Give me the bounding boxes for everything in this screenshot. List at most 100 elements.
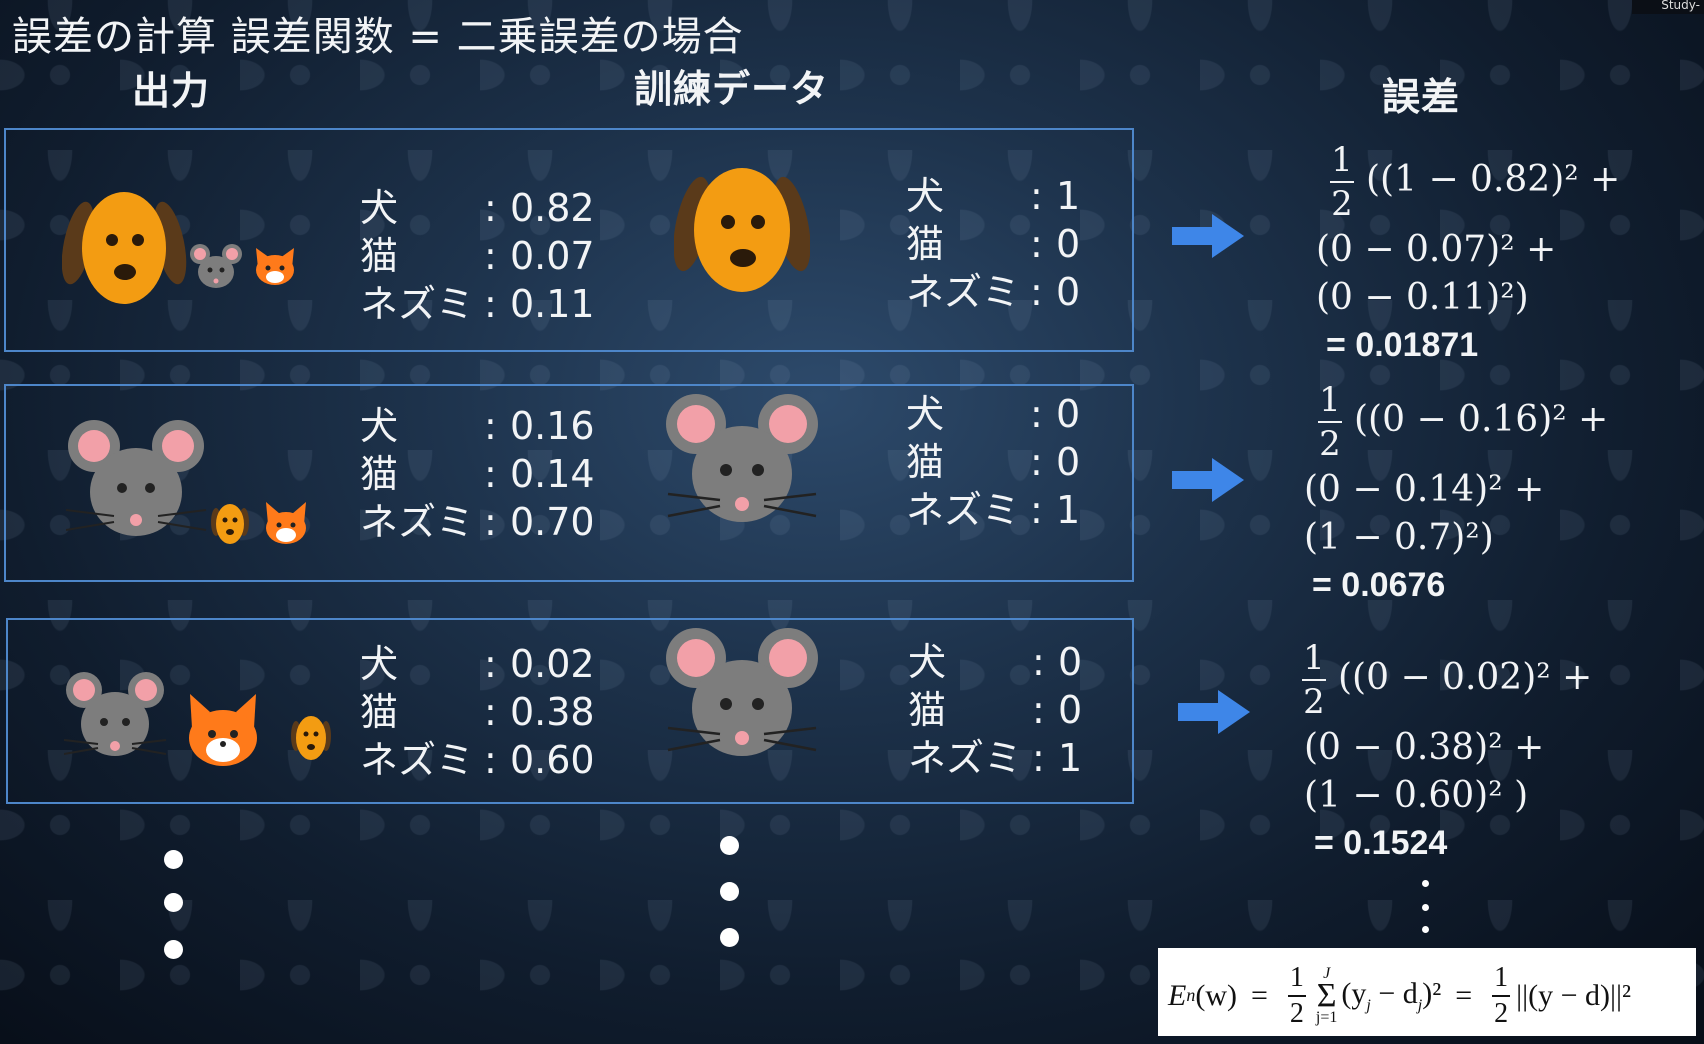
continuation-dot xyxy=(1422,880,1429,887)
colon: : xyxy=(1030,392,1043,436)
label-dog: 犬 xyxy=(360,186,399,230)
colon: : xyxy=(1032,640,1045,684)
value-cat: 0 xyxy=(1056,440,1081,484)
training-data-header: 訓練データ xyxy=(634,67,830,111)
slide-title: 誤差の計算 誤差関数 = 二乗誤差の場合 xyxy=(12,14,744,60)
continuation-dot xyxy=(720,928,739,947)
formula-line-2: (0 − 0.38)² + xyxy=(1304,727,1545,768)
cat-icon xyxy=(266,502,306,544)
value-cat: 0 xyxy=(1056,222,1081,266)
training-values-3: 犬:0 猫:0 ネズミ:1 xyxy=(908,638,1082,782)
mouse-icon xyxy=(190,244,242,288)
sum-term: (yj − dj)² xyxy=(1341,976,1442,1014)
formula-line-1: ((0 − 0.02)² + xyxy=(1338,657,1593,698)
colon: : xyxy=(484,234,497,278)
arrow-right-icon xyxy=(1178,690,1250,734)
output-values-3: 犬:0.02 猫:0.38 ネズミ:0.60 xyxy=(360,640,595,784)
value-row: ネズミ:0.70 xyxy=(360,498,595,546)
label-mouse: ネズミ xyxy=(360,738,475,782)
value-row: 犬:1 xyxy=(906,172,1080,220)
value-dog: 1 xyxy=(1056,174,1081,218)
value-row: 猫:0 xyxy=(906,438,1080,486)
formula-line-2: (0 − 0.07)² + xyxy=(1316,229,1557,270)
example-box-2 xyxy=(4,384,1134,582)
corner-label: Study- xyxy=(1632,0,1704,14)
output-icons-3 xyxy=(64,672,331,766)
mouse-icon xyxy=(64,672,167,756)
value-cat: 0 xyxy=(1058,688,1083,732)
value-row: 犬:0.02 xyxy=(360,640,595,688)
label-dog: 犬 xyxy=(906,174,945,218)
dog-icon xyxy=(291,716,331,760)
value-mouse: 0.11 xyxy=(510,282,595,326)
value-row: 猫:0 xyxy=(908,686,1082,734)
value-row: 猫:0 xyxy=(906,220,1080,268)
colon: : xyxy=(484,452,497,496)
formula-line-1: ((0 − 0.16)² + xyxy=(1354,399,1609,440)
colon: : xyxy=(1032,736,1045,780)
value-row: 犬:0 xyxy=(908,638,1082,686)
continuation-dot xyxy=(164,940,183,959)
value-row: 犬:0.16 xyxy=(360,402,595,450)
value-row: 犬:0.82 xyxy=(360,184,595,232)
output-values-2: 犬:0.16 猫:0.14 ネズミ:0.70 xyxy=(360,402,595,546)
colon: : xyxy=(1030,488,1043,532)
value-mouse: 0.70 xyxy=(510,500,595,544)
arrow-right-icon xyxy=(1172,458,1244,502)
label-cat: 猫 xyxy=(906,440,945,484)
colon: : xyxy=(484,500,497,544)
value-dog: 0.82 xyxy=(510,186,595,230)
label-dog: 犬 xyxy=(906,392,945,436)
value-mouse: 0.60 xyxy=(510,738,595,782)
colon: : xyxy=(484,738,497,782)
label-cat: 猫 xyxy=(360,234,399,278)
error-result-3: = 0.1524 xyxy=(1314,824,1448,862)
error-result-1: = 0.01871 xyxy=(1326,326,1479,364)
colon: : xyxy=(1030,174,1043,218)
mouse-icon xyxy=(666,628,818,756)
colon: : xyxy=(1030,222,1043,266)
value-dog: 0 xyxy=(1058,640,1083,684)
norm-term: ||(y − d)||² xyxy=(1516,978,1632,1012)
label-mouse: ネズミ xyxy=(908,736,1023,780)
colon: : xyxy=(1030,440,1043,484)
continuation-dot xyxy=(1422,904,1429,911)
value-row: ネズミ:0.60 xyxy=(360,736,595,784)
mouse-icon xyxy=(66,420,207,536)
formula-line-2: (0 − 0.14)² + xyxy=(1304,469,1545,510)
value-dog: 0.16 xyxy=(510,404,595,448)
value-row: ネズミ:0 xyxy=(906,268,1080,316)
error-header: 誤差 xyxy=(1382,75,1461,119)
continuation-dot xyxy=(720,836,739,855)
colon: : xyxy=(1032,688,1045,732)
label-dog: 犬 xyxy=(360,404,399,448)
value-row: 猫:0.07 xyxy=(360,232,595,280)
value-row: 猫:0.14 xyxy=(360,450,595,498)
label-mouse: ネズミ xyxy=(906,270,1021,314)
value-row: 犬:0 xyxy=(906,390,1080,438)
label-mouse: ネズミ xyxy=(906,488,1021,532)
output-icons-1 xyxy=(62,192,294,304)
lhs-symbol: E xyxy=(1168,978,1187,1012)
label-cat: 猫 xyxy=(906,222,945,266)
value-cat: 0.07 xyxy=(510,234,595,278)
value-mouse: 1 xyxy=(1056,488,1081,532)
output-icons-2 xyxy=(66,420,306,544)
example-box-1 xyxy=(4,128,1134,352)
arrow-right-icon xyxy=(1172,214,1244,258)
label-cat: 猫 xyxy=(360,690,399,734)
output-header: 出力 xyxy=(132,69,211,113)
continuation-dot xyxy=(164,893,183,912)
value-dog: 0 xyxy=(1056,392,1081,436)
label-cat: 猫 xyxy=(360,452,399,496)
label-mouse: ネズミ xyxy=(360,500,475,544)
output-values-1: 犬:0.82 猫:0.07 ネズミ:0.11 xyxy=(360,184,595,328)
formula-line-3: (0 − 0.11)²) xyxy=(1316,277,1529,318)
